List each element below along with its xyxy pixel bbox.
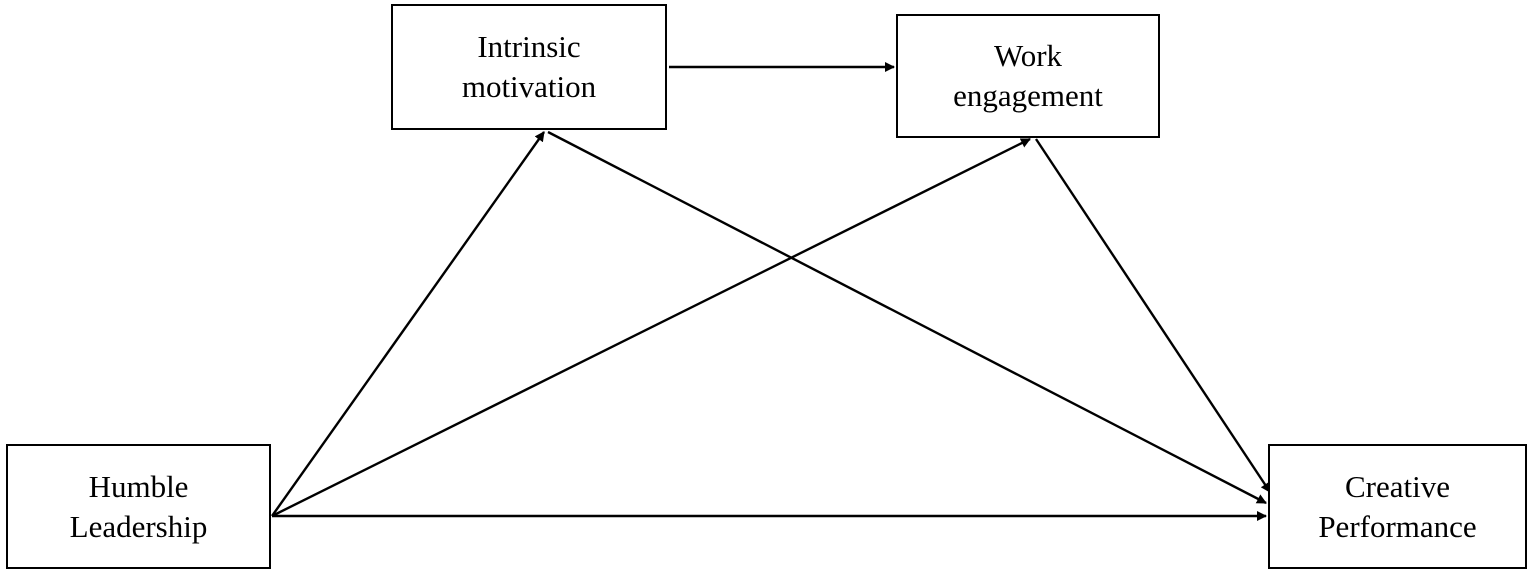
arrow-intrinsic-motivation-to-creative-performance — [547, 130, 1267, 505]
node-intrinsic-motivation-line1: Intrinsic — [477, 29, 581, 64]
node-intrinsic-motivation-line2: motivation — [461, 69, 597, 104]
node-humble-leadership-line1: Humble — [88, 468, 189, 504]
node-intrinsic-motivation: Intrinsic motivation — [391, 4, 667, 130]
node-work-engagement: Work engagement — [896, 14, 1160, 138]
arrow-humble-leadership-to-intrinsic-motivation — [271, 131, 545, 517]
node-creative-performance-line1: Creative — [1344, 468, 1450, 504]
node-creative-performance: Creative Performance — [1268, 444, 1527, 569]
node-work-engagement-line1: Work — [993, 38, 1063, 73]
node-humble-leadership-line2: Leadership — [69, 508, 208, 544]
arrow-humble-leadership-to-work-engagement — [271, 137, 1031, 518]
node-humble-leadership: Humble Leadership — [6, 444, 271, 569]
arrow-work-engagement-to-creative-performance — [1034, 138, 1272, 493]
node-creative-performance-line2: Performance — [1318, 508, 1477, 544]
node-work-engagement-line2: engagement — [953, 78, 1103, 113]
